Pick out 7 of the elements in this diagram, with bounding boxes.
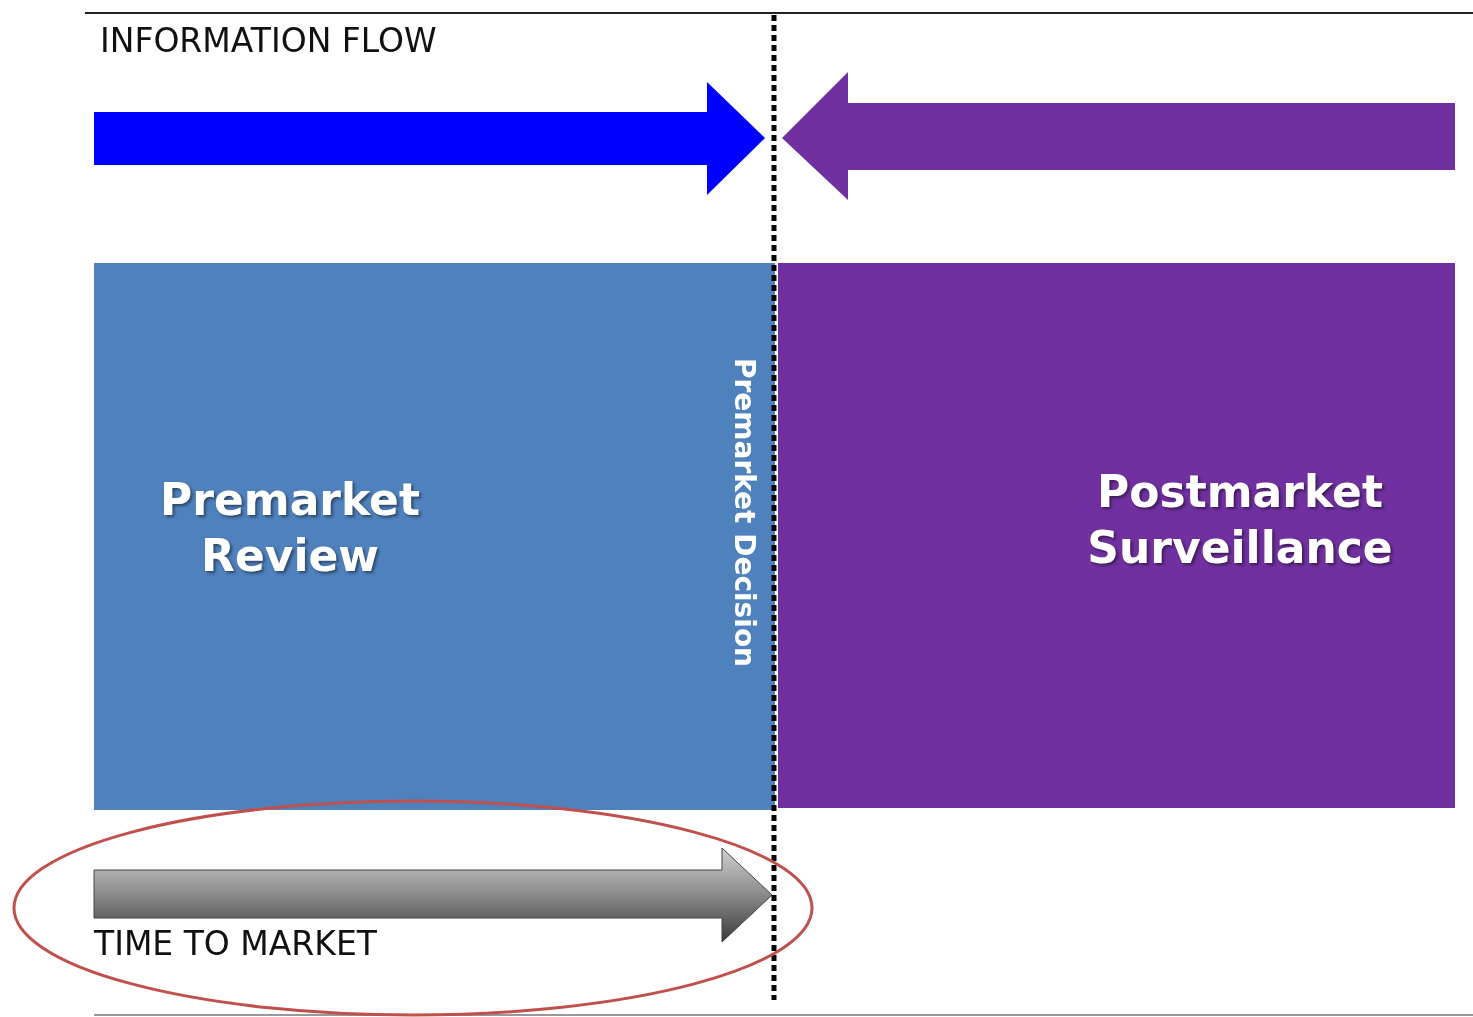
axis-label: TIME TO MARKET	[94, 925, 377, 963]
decision-label: Premarket Decision	[727, 358, 761, 668]
phase-panel	[778, 263, 1455, 808]
phase-title: Premarket Review	[159, 473, 421, 583]
phase-panel	[94, 263, 775, 810]
section-heading: INFORMATION FLOW	[100, 22, 437, 60]
phase-title: Postmarket Surveillance	[1086, 465, 1394, 575]
